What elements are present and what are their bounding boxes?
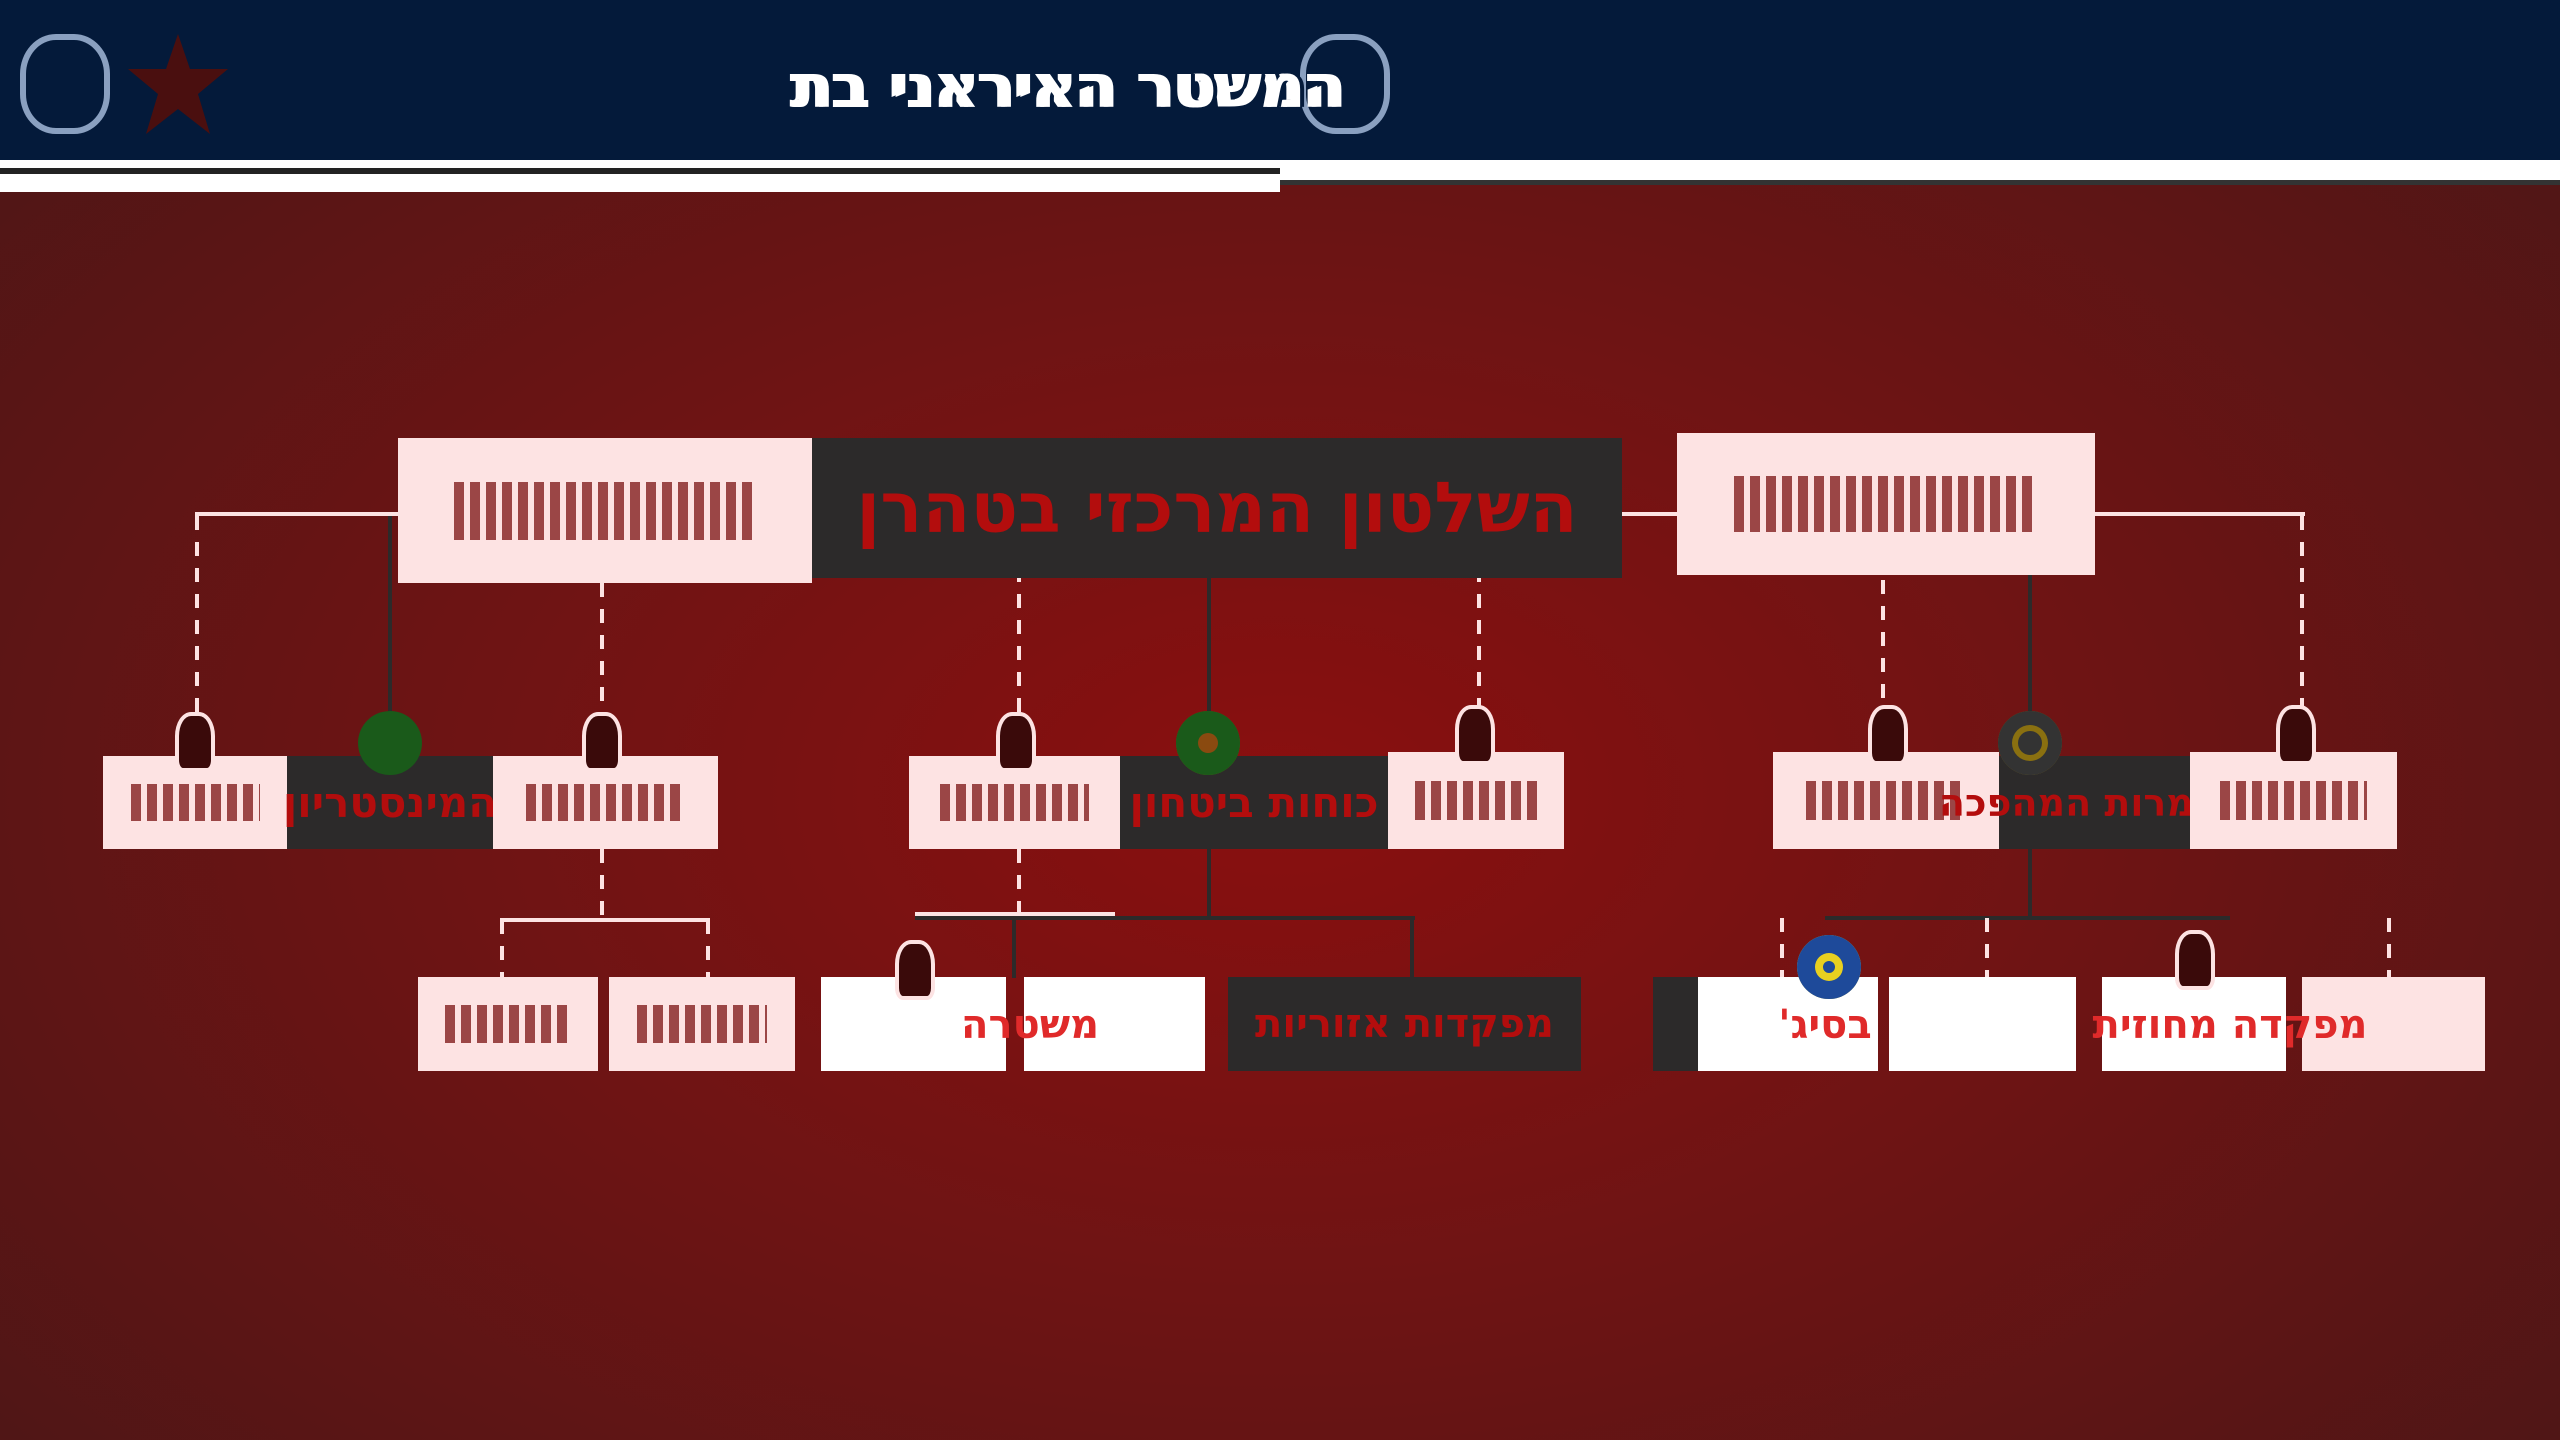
- portrait-icon: [895, 940, 935, 1000]
- obscured-text: [1414, 781, 1538, 820]
- police-node-label: משטרה: [961, 1002, 1100, 1048]
- connector: [1985, 918, 1989, 978]
- connector: [1207, 578, 1211, 718]
- security-forces-emblem-icon: [1176, 711, 1240, 775]
- obscured-text: [2220, 781, 2367, 820]
- connector: [600, 583, 604, 756]
- white-node: [1024, 977, 1205, 1071]
- pink-node: [2302, 977, 2485, 1071]
- portrait-icon: [2276, 705, 2316, 765]
- pink-node: [1388, 752, 1564, 849]
- connector: [195, 516, 199, 756]
- obscured-text: [636, 1005, 768, 1043]
- basij-emblem-icon: [1797, 935, 1861, 999]
- connector: [388, 516, 392, 716]
- pink-node: [418, 977, 598, 1071]
- regional-commands-node: מפקדות אזוריות: [1228, 977, 1581, 1071]
- connector: [1410, 918, 1414, 978]
- header-bar: [0, 0, 2560, 160]
- pink-node: [103, 756, 287, 849]
- dark-node-edge: [1653, 977, 1698, 1071]
- intelligence-emblem-icon: [1300, 34, 1390, 134]
- obscured-text: [454, 481, 756, 540]
- connector: [2387, 918, 2391, 978]
- portrait-icon: [1455, 705, 1495, 765]
- pink-node-top-right: [1677, 433, 2095, 575]
- obscured-text: [1805, 781, 1967, 820]
- connector: [1825, 916, 2230, 920]
- white-node: [1889, 977, 2076, 1071]
- basij-node-label: בסיג': [1778, 1002, 1872, 1048]
- portrait-icon: [2175, 930, 2215, 990]
- irgc-emblem-icon: [1998, 711, 2062, 775]
- pink-node: [609, 977, 795, 1071]
- header-divider-line: [1280, 180, 2560, 185]
- pink-node: [2190, 752, 2397, 849]
- district-command-node-label: מפקדה מחוזית: [2092, 1002, 2368, 1048]
- connector: [1017, 849, 1021, 919]
- connector: [915, 912, 1115, 916]
- portrait-icon: [996, 712, 1036, 772]
- pink-node: [1773, 752, 1999, 849]
- connector: [915, 916, 1415, 920]
- portrait-icon: [1868, 705, 1908, 765]
- header-divider-line: [0, 168, 1280, 174]
- connector: [1477, 516, 1481, 756]
- security-forces-node: כוחות ביטחון: [1120, 756, 1388, 849]
- central-government-node: השלטון המרכזי בטהרן: [812, 438, 1622, 578]
- connector: [1881, 580, 1885, 750]
- connector: [1012, 918, 1016, 978]
- ministry-emblem-icon: [358, 711, 422, 775]
- connector: [2028, 849, 2032, 919]
- connector: [1207, 849, 1211, 919]
- header-divider: [0, 160, 1280, 192]
- connector: [706, 920, 710, 980]
- connector: [2028, 575, 2032, 715]
- page-title: המשטר האיראני בת: [793, 52, 1347, 122]
- header-divider: [1280, 160, 2560, 182]
- intelligence-emblem-icon: [20, 34, 110, 134]
- obscured-text: [1733, 475, 2039, 533]
- connector: [500, 920, 504, 980]
- white-node: [2102, 977, 2286, 1071]
- pink-node-top-left: [398, 438, 812, 583]
- obscured-text: [130, 783, 260, 822]
- obscured-text: [445, 1005, 571, 1043]
- connector: [600, 849, 604, 919]
- obscured-text: [525, 783, 686, 822]
- connector: [1780, 918, 1784, 978]
- connector: [500, 918, 710, 922]
- connector: [2300, 516, 2304, 756]
- connector: [1017, 516, 1021, 756]
- obscured-text: [939, 783, 1090, 822]
- portrait-icon: [582, 712, 622, 772]
- portrait-icon: [175, 712, 215, 772]
